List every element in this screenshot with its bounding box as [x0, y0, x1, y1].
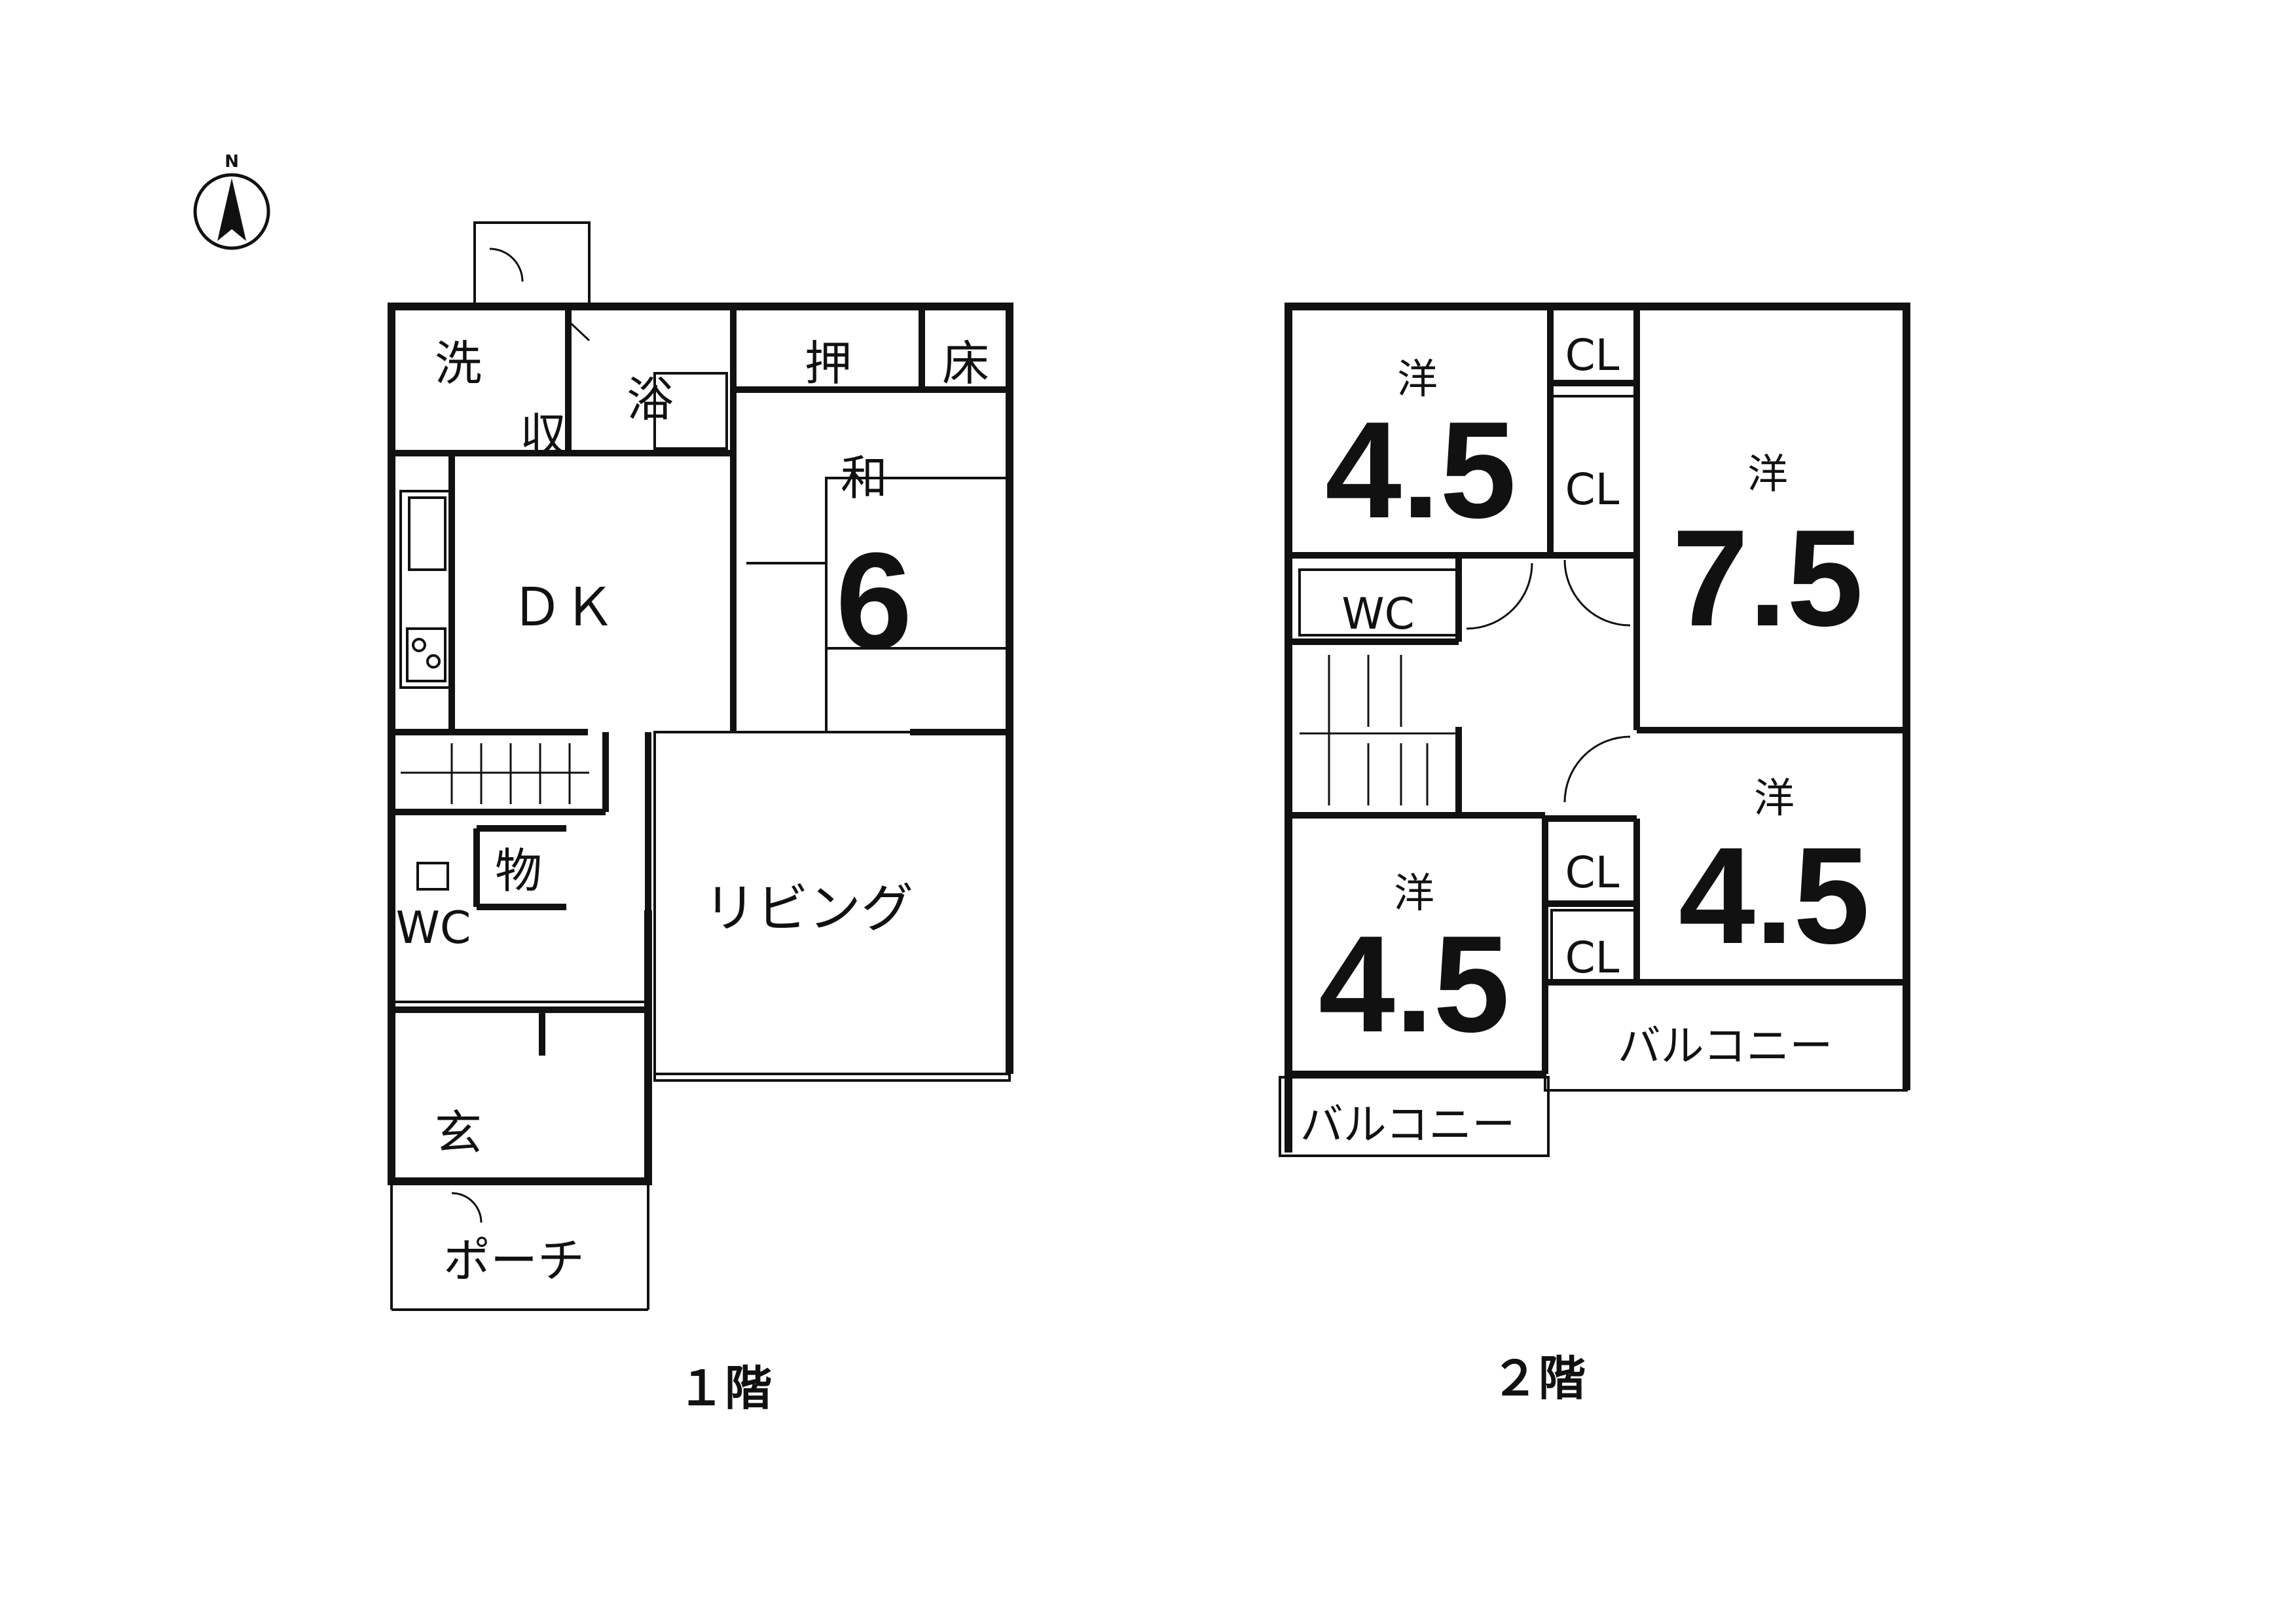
compass-label: N: [225, 152, 239, 172]
f2-cl1-label: CL: [1565, 330, 1620, 380]
f2-balcony-left-label: バルコニー: [1300, 1099, 1516, 1150]
f2-sw-label: 洋: [1394, 869, 1434, 917]
f1-bath-label: 浴: [627, 372, 674, 427]
f2-cl4-label: CL: [1565, 932, 1620, 983]
f1-living-label: リビング: [704, 878, 913, 939]
floor1-plan: [388, 221, 1013, 1311]
f1-alcove-label: 床: [942, 336, 989, 391]
f2-ne-label: 洋: [1747, 450, 1788, 498]
f1-storage-label: 物: [495, 843, 542, 898]
f2-ne-size: 7.5: [1672, 501, 1863, 655]
f2-nw-label: 洋: [1397, 355, 1438, 403]
f1-closet-label: 押: [805, 336, 852, 391]
f1-tatami-size: 6: [836, 524, 913, 678]
f1-dk-label: ＤＫ: [511, 577, 615, 638]
f1-wash-label: 洗: [435, 336, 482, 391]
f2-wc-label: WC: [1341, 589, 1414, 639]
f2-cl2-label: CL: [1565, 464, 1620, 515]
floor1-caption: １階: [678, 1361, 772, 1416]
f2-sw-size: 4.5: [1319, 907, 1510, 1061]
f2-se-label: 洋: [1754, 774, 1795, 822]
floor2-plan: [1279, 303, 1910, 1157]
f1-entrance-label: 玄: [435, 1105, 482, 1160]
f2-balcony-right-label: バルコニー: [1618, 1021, 1833, 1071]
f1-porch-label: ポーチ: [443, 1233, 585, 1288]
f1-wc-label: WC: [396, 902, 471, 954]
f2-cl3-label: CL: [1565, 847, 1620, 898]
f1-storage-small-label: 収: [520, 408, 567, 463]
compass-icon: [193, 173, 270, 250]
floor2-caption: ２階: [1491, 1351, 1586, 1406]
f2-se-size: 4.5: [1679, 819, 1870, 972]
f1-tatami-label: 和: [841, 451, 888, 506]
f2-nw-size: 4.5: [1325, 393, 1516, 547]
